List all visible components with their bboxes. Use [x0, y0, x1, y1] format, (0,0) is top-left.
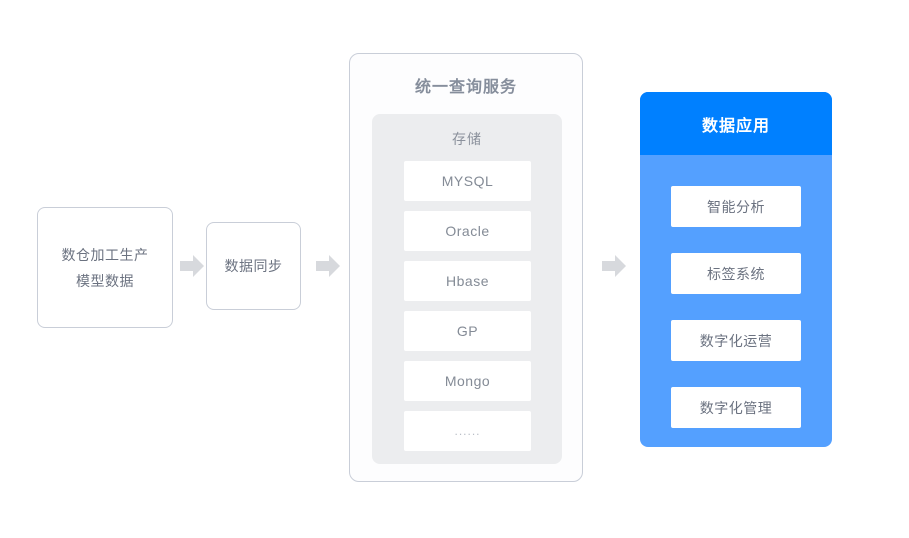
storage-item-more: ...... — [404, 411, 531, 451]
arrow-query-to-app-icon — [602, 255, 626, 277]
app-item-digital-management: 数字化管理 — [671, 387, 801, 428]
source-data-line-1: 数仓加工生产 — [61, 246, 149, 263]
source-data-line-2: 模型数据 — [76, 272, 134, 289]
storage-group-label: 存储 — [452, 131, 482, 147]
data-application-item-list: 智能分析 标签系统 数字化运营 数字化管理 — [671, 186, 801, 447]
unified-query-service-panel: 统一查询服务 存储 MYSQL Oracle Hbase GP Mongo ..… — [349, 53, 583, 482]
storage-item-mysql: MYSQL — [404, 161, 531, 201]
storage-item-list: MYSQL Oracle Hbase GP Mongo ...... — [404, 161, 531, 461]
arrow-source-to-sync-icon — [180, 255, 204, 277]
unified-query-service-title: 统一查询服务 — [414, 79, 517, 96]
storage-item-mongo: Mongo — [404, 361, 531, 401]
app-item-digital-operations: 数字化运营 — [671, 320, 801, 361]
app-item-tag-system: 标签系统 — [671, 253, 801, 294]
storage-item-oracle: Oracle — [404, 211, 531, 251]
app-item-intelligent-analysis: 智能分析 — [671, 186, 801, 227]
storage-item-gp: GP — [404, 311, 531, 351]
storage-group: 存储 MYSQL Oracle Hbase GP Mongo ...... — [372, 114, 562, 464]
source-data-box: 数仓加工生产 模型数据 — [37, 207, 173, 328]
storage-item-hbase: Hbase — [404, 261, 531, 301]
data-application-panel: 数据应用 智能分析 标签系统 数字化运营 数字化管理 — [640, 92, 832, 447]
data-application-title: 数据应用 — [701, 117, 770, 135]
data-sync-label: 数据同步 — [224, 258, 283, 274]
data-application-header: 数据应用 — [640, 92, 832, 155]
source-data-label: 数仓加工生产 模型数据 — [62, 242, 149, 294]
data-sync-box: 数据同步 — [206, 222, 301, 310]
arrow-sync-to-query-icon — [316, 255, 340, 277]
